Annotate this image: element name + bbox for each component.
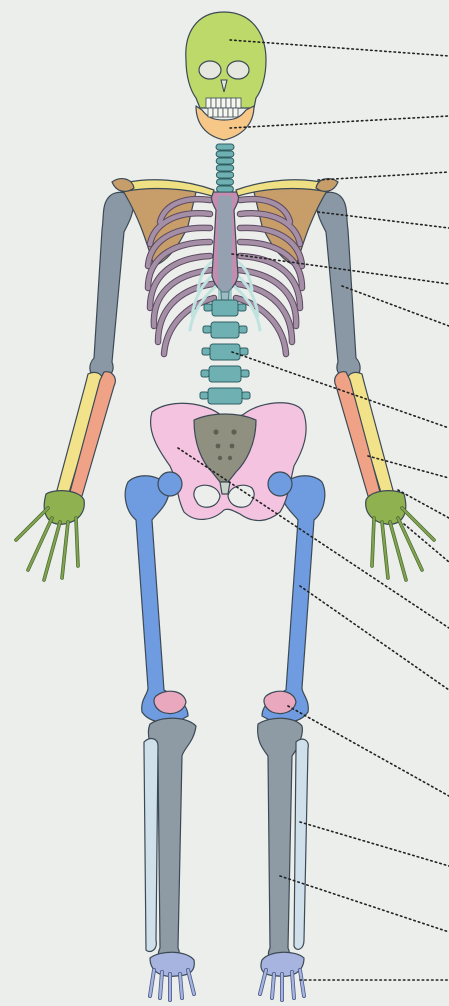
- transverse-process: [241, 370, 249, 377]
- cranium: [186, 12, 266, 108]
- vertebra: [212, 300, 238, 316]
- vertebra: [216, 172, 233, 178]
- transverse-process: [240, 348, 248, 355]
- vertebra: [216, 144, 234, 150]
- transverse-process: [203, 326, 211, 333]
- vertebra: [208, 388, 242, 404]
- left-femoral-head: [158, 472, 182, 496]
- vertebra: [209, 366, 241, 382]
- transverse-process: [201, 370, 209, 377]
- left-orbit: [199, 61, 221, 79]
- vertebra: [216, 151, 234, 157]
- vertebra: [216, 158, 234, 164]
- transverse-process: [204, 304, 212, 311]
- transverse-process: [239, 326, 247, 333]
- teeth: [206, 98, 241, 117]
- vertebra: [211, 322, 239, 338]
- left-obturator-foramen: [194, 485, 220, 507]
- left-patella: [154, 691, 186, 713]
- right-orbit: [227, 61, 249, 79]
- vertebra: [216, 165, 233, 171]
- thoracic-vertebrae: [218, 196, 232, 300]
- right-patella: [264, 691, 296, 713]
- transverse-process: [238, 304, 246, 311]
- right-femoral-head: [268, 472, 292, 496]
- vertebra: [210, 344, 240, 360]
- vertebra: [217, 186, 234, 192]
- left-fibula: [144, 739, 158, 952]
- transverse-process: [202, 348, 210, 355]
- vertebra: [217, 179, 234, 185]
- transverse-process: [242, 392, 250, 399]
- transverse-process: [200, 392, 208, 399]
- coccyx: [220, 482, 230, 494]
